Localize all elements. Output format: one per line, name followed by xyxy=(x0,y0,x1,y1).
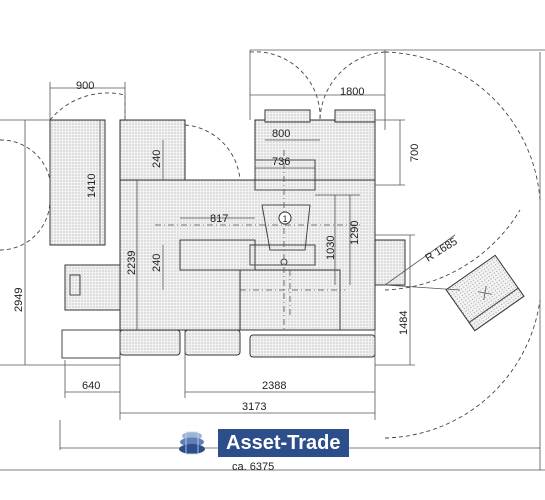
dim-2388: 2388 xyxy=(262,380,286,392)
panel-arm-line xyxy=(384,284,461,291)
dim-radius: R 1685 xyxy=(423,236,459,265)
dim-900: 900 xyxy=(76,80,94,92)
position-marker: 1 xyxy=(278,211,292,225)
machine-body xyxy=(49,109,406,359)
dim-3173: 3173 xyxy=(242,401,266,413)
dim-800: 800 xyxy=(272,128,290,140)
dim-640: 640 xyxy=(82,380,100,392)
dim-817: 817 xyxy=(210,213,228,225)
dim-1484: 1484 xyxy=(398,311,410,335)
dim-1290: 1290 xyxy=(349,221,361,245)
floor-boundary xyxy=(249,49,545,470)
asset-trade-logo-icon xyxy=(179,431,205,455)
dim-736: 736 xyxy=(272,156,290,168)
dim-1410: 1410 xyxy=(86,174,98,198)
dim-2949: 2949 xyxy=(13,288,25,312)
dim-total: ca. 6375 xyxy=(232,461,274,473)
dim-1030: 1030 xyxy=(325,236,337,260)
asset-trade-watermark: Asset-Trade xyxy=(176,428,349,458)
dim-2239: 2239 xyxy=(126,251,138,275)
operator-panel xyxy=(445,254,525,332)
dim-700: 700 xyxy=(409,144,421,162)
svg-text:1: 1 xyxy=(282,214,287,224)
dim-240-mid: 240 xyxy=(151,254,163,272)
machine-inner-outline xyxy=(155,150,360,330)
door-swing-arcs xyxy=(0,51,541,439)
dim-240-top: 240 xyxy=(151,150,163,168)
asset-trade-brand-text: Asset-Trade xyxy=(218,429,349,457)
radius-line xyxy=(384,234,456,286)
dim-1800: 1800 xyxy=(340,86,364,98)
